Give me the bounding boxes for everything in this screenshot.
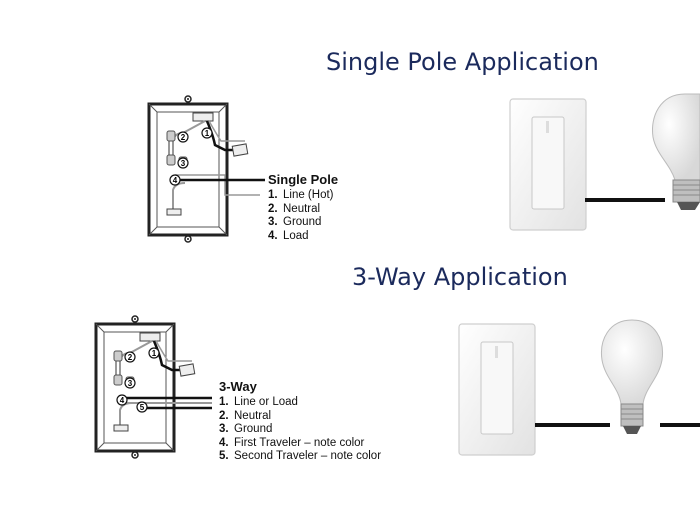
svg-text:3: 3 [181,159,186,168]
legend-item: 2.Neutral [219,409,272,422]
badge-2: 2 [124,351,136,363]
badge-1: 1 [148,347,160,359]
badge-4: 4 [169,174,181,186]
badge-4: 4 [116,394,128,406]
badge-5: 5 [136,401,148,413]
legend-item: 4.Load [268,229,309,242]
three-way-legend: 3-Way 1.Line or Load 2.Neutral 3.Ground … [219,379,381,464]
legend-item: 4.First Traveler – note color [219,436,365,449]
svg-text:1: 1 [152,349,157,358]
svg-text:1: 1 [205,129,210,138]
badge-2: 2 [177,131,189,143]
legend-item: 1.Line or Load [219,396,298,408]
single-pole-light-bulb-icon [651,93,700,210]
legend-title: Single Pole [268,172,339,187]
svg-text:4: 4 [173,176,178,185]
legend-item: 5.Second Traveler – note color [219,450,382,462]
legend-title: 3-Way [219,379,257,394]
badge-3: 3 [124,377,136,389]
legend-item: 3.Ground [219,423,273,435]
three-way-junction-box-icon: 1 2 3 4 5 [94,315,212,459]
badge-3: 3 [177,157,189,169]
svg-text:4: 4 [120,396,125,405]
legend-item: 3.Ground [268,216,322,228]
three-way-dimmer-switch-icon [458,323,536,456]
legend-item: 1.Line (Hot) [268,189,334,201]
three-way-wire-right [660,423,700,427]
three-way-title: 3-Way Application [352,263,568,291]
badge-1: 1 [201,127,213,139]
svg-text:3: 3 [128,379,133,388]
three-way-wire [535,423,610,427]
svg-text:5: 5 [140,403,145,412]
svg-text:2: 2 [128,353,133,362]
single-pole-wire [585,198,665,202]
three-way-light-bulb-icon [600,319,664,434]
single-pole-dimmer-switch-icon [509,98,587,231]
single-pole-title: Single Pole Application [326,48,599,76]
legend-item: 2.Neutral [268,202,321,215]
single-pole-junction-box-icon: 1 2 3 4 [147,95,265,243]
single-pole-legend: Single Pole 1.Line (Hot) 2.Neutral 3.Gro… [268,172,338,243]
svg-text:2: 2 [181,133,186,142]
